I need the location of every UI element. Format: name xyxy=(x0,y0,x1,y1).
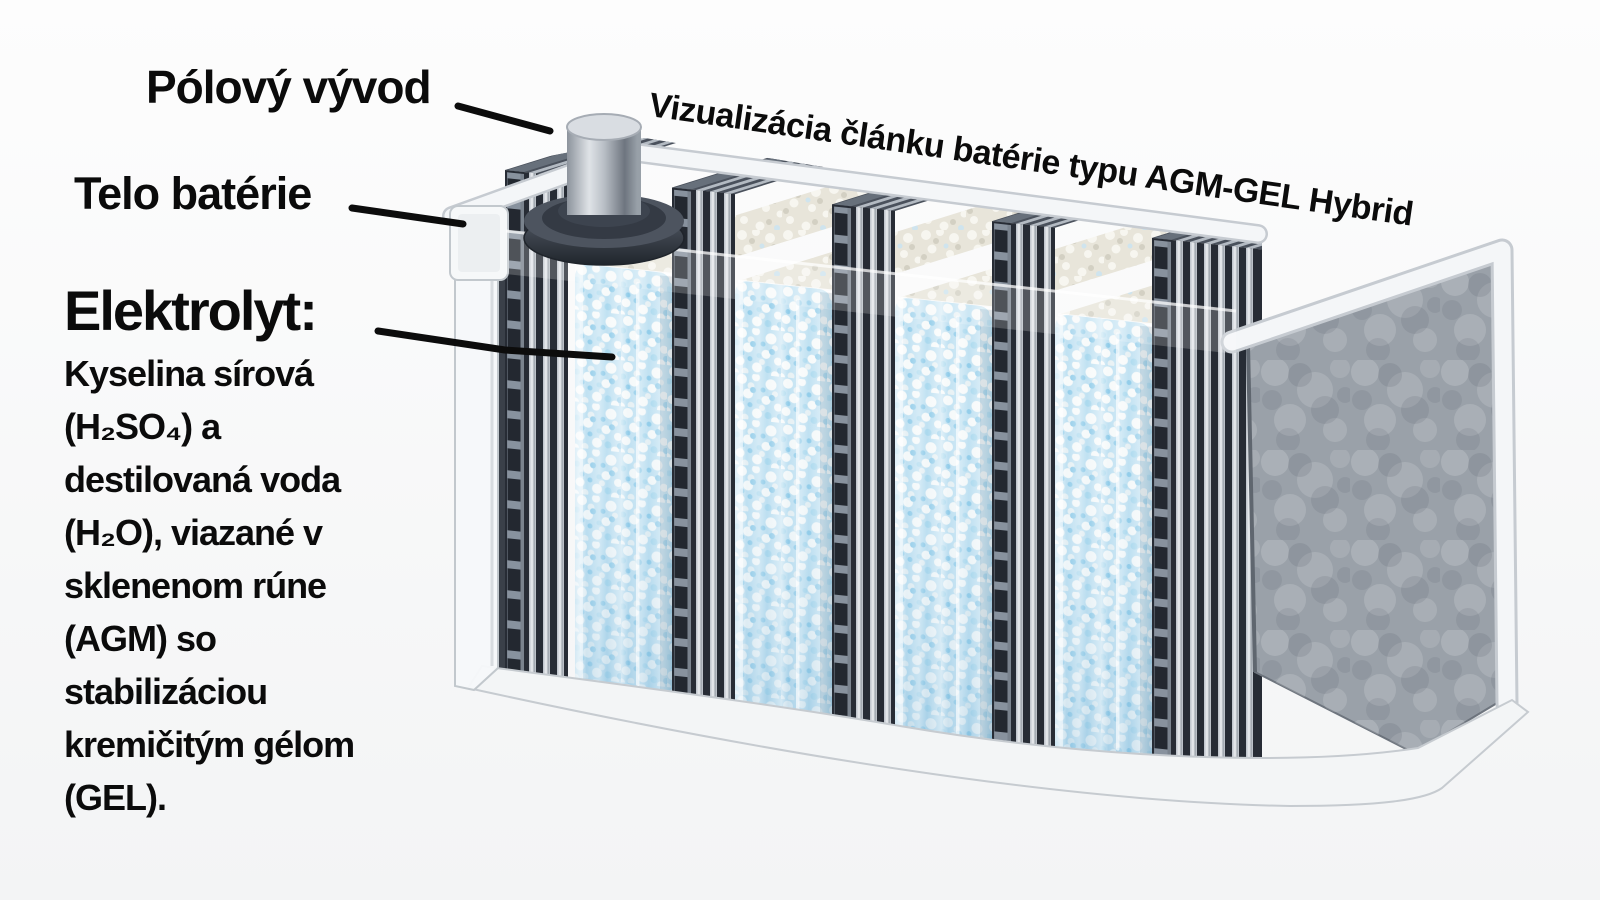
grid-plate xyxy=(507,172,524,690)
grid-plate xyxy=(994,223,1011,765)
agm-separator-mat xyxy=(1055,315,1152,775)
electrolyte-line: (GEL). xyxy=(64,777,167,818)
lead-plate-edge xyxy=(1016,223,1023,767)
mat-seam xyxy=(956,315,960,736)
electrolyte-description: Kyselina sírová (H₂SO₄) a destilovaná vo… xyxy=(64,347,355,824)
electrolyte-line: Kyselina sírová xyxy=(64,353,314,394)
mat-seam xyxy=(796,298,800,711)
leader-line-electrolyte xyxy=(374,327,616,361)
lead-plate-edge xyxy=(724,192,731,720)
case-right-rim xyxy=(1220,238,1519,716)
leader-line-terminal xyxy=(454,102,554,135)
label-body: Telo batérie xyxy=(74,168,312,219)
lead-plate-edge xyxy=(1044,226,1051,769)
lead-plate-edge xyxy=(1232,246,1239,778)
grid-plate xyxy=(674,189,691,716)
plate-group xyxy=(1152,237,1262,780)
case-left-wall xyxy=(449,205,509,692)
lead-plate-edge xyxy=(1218,244,1225,776)
label-electrolyte-heading: Elektrolyt: xyxy=(64,279,318,342)
lead-plate-edge xyxy=(696,190,703,717)
terminal-post xyxy=(523,113,685,266)
lead-plate-edge xyxy=(1030,225,1037,768)
lead-plate-edge xyxy=(557,175,564,694)
lead-plate-edge xyxy=(710,191,717,718)
electrolyte-line: (H₂O), viazané v xyxy=(64,512,323,553)
plate-group xyxy=(505,170,568,694)
case-bottom-rim xyxy=(466,664,1530,808)
lead-plate-edge xyxy=(1204,243,1211,775)
plate-group xyxy=(992,221,1055,770)
agm-separator-mat xyxy=(735,281,832,736)
plate-group xyxy=(672,187,735,720)
lead-plate-edge xyxy=(1190,241,1197,773)
lead-plate-edge xyxy=(529,172,536,691)
leader-line-body xyxy=(348,204,467,228)
mat-seam xyxy=(636,281,640,687)
electrolyte-line: sklenenom rúne xyxy=(64,565,327,606)
lead-plate-edge xyxy=(543,173,550,693)
label-terminal: Pólový vývod xyxy=(146,61,432,113)
grid-plate xyxy=(834,206,851,740)
grid-plate xyxy=(1154,240,1171,770)
agm-separator-mat xyxy=(575,264,672,711)
electrolyte-line: (AGM) so xyxy=(64,618,217,659)
end-plate xyxy=(1246,254,1503,755)
plate-group xyxy=(832,204,895,745)
lead-plate-edge xyxy=(1176,240,1183,772)
electrolyte-line: kremičitým gélom xyxy=(64,724,355,765)
electrolyte-line: (H₂SO₄) a xyxy=(64,406,221,447)
electrolyte-line: destilovaná voda xyxy=(64,459,341,500)
lead-plate-edge xyxy=(870,208,877,743)
lead-plate-edge xyxy=(856,206,863,742)
agm-separator-mat xyxy=(895,298,992,760)
lead-plate-edge xyxy=(884,209,891,745)
electrolyte-line: stabilizáciou xyxy=(64,671,268,712)
mat-seam xyxy=(1116,332,1120,751)
